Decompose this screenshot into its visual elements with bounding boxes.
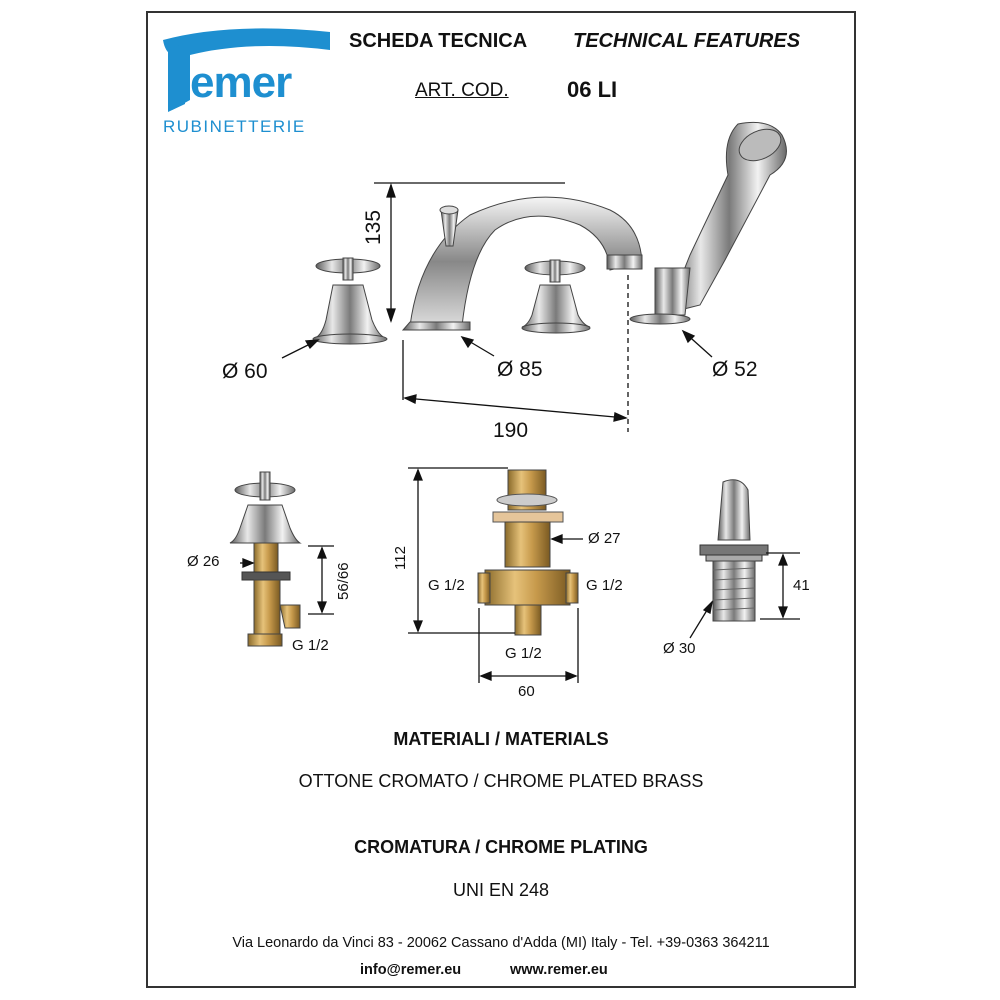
dimension-lines (281, 182, 713, 432)
valve-diameter: Ø 26 (187, 553, 220, 570)
diverter-thread-bottom: G 1/2 (505, 645, 542, 662)
title-en: TECHNICAL FEATURES (573, 30, 801, 52)
title-it: SCHEDA TECNICA (349, 30, 528, 52)
plating-heading: CROMATURA / CHROME PLATING (354, 837, 648, 857)
right-cross-handle (521, 259, 591, 334)
hand-shower (629, 121, 787, 325)
holder-diameter: Ø 30 (663, 640, 696, 657)
shower-holder-component (699, 479, 769, 622)
valve-thread: G 1/2 (292, 637, 329, 654)
plating-value: UNI EN 248 (452, 880, 550, 900)
left-cross-handle (312, 257, 388, 345)
footer-address: Via Leonardo da Vinci 83 - 20062 Cassano… (232, 935, 770, 951)
diverter-thread-left: G 1/2 (428, 577, 465, 594)
footer-email[interactable]: info@remer.eu (360, 962, 462, 978)
art-code-value: 06 LI (567, 77, 618, 102)
diverter-thread-right: G 1/2 (586, 577, 623, 594)
logo-swoosh (163, 28, 330, 112)
dim-shower-diameter: Ø 52 (712, 358, 758, 381)
logo-subtitle: RUBINETTERIE (163, 117, 306, 136)
dim-handle-diameter: Ø 60 (222, 360, 268, 383)
footer-website[interactable]: www.remer.eu (510, 962, 608, 978)
diverter-diameter: Ø 27 (588, 530, 621, 547)
bath-spout (401, 196, 643, 331)
dim-spout-diameter: Ø 85 (497, 358, 543, 381)
materials-value: OTTONE CROMATO / CHROME PLATED BRASS (298, 771, 704, 791)
valve-length: 56/66 (335, 562, 352, 600)
art-code-label: ART. COD. (415, 80, 509, 101)
component-dimension-lines (240, 467, 800, 683)
diverter-width: 60 (518, 683, 535, 700)
dim-span-190: 190 (493, 419, 529, 442)
holder-length: 41 (793, 577, 810, 594)
logo-wordmark: emer (190, 58, 292, 107)
diverter-height: 112 (392, 546, 409, 570)
valve-component (229, 471, 302, 647)
materials-heading: MATERIALI / MATERIALS (393, 729, 609, 749)
diverter-component (477, 469, 579, 636)
